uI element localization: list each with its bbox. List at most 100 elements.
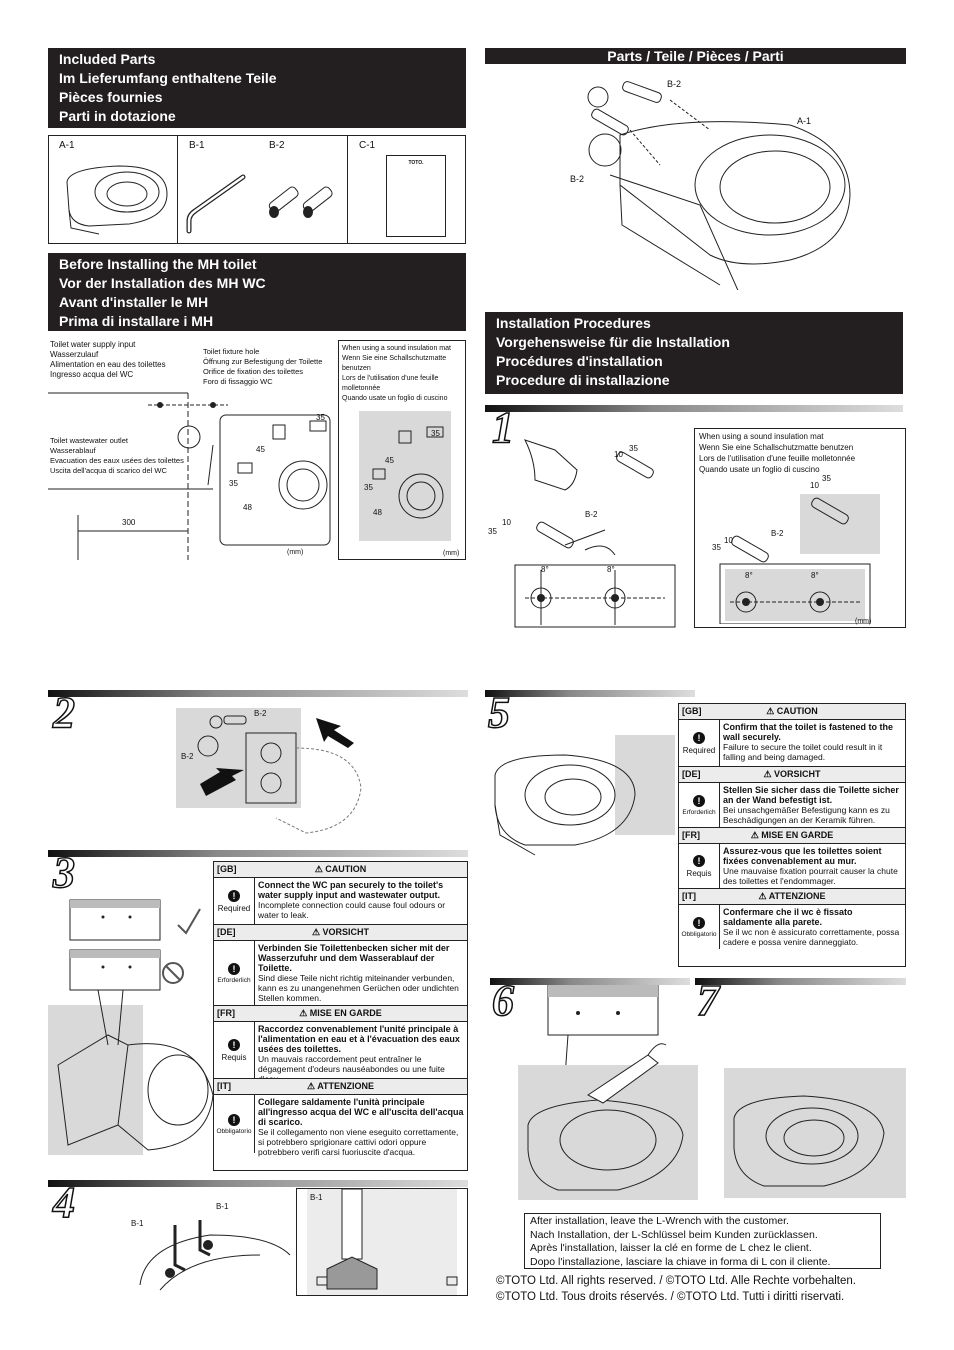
wastewater-label: Toilet wastewater outlet Wasserablauf Ev…: [50, 436, 184, 475]
mandatory-icon: !: [228, 962, 240, 975]
fixture-hole-label: Toilet fixture hole Öffnung zur Befestig…: [203, 347, 323, 386]
mandatory-icon: !: [228, 889, 240, 902]
step-6-bar: [490, 978, 690, 985]
step-1-sound-mat-box: When using a sound insulation mat Wenn S…: [694, 428, 906, 628]
step-6-number: 6: [491, 976, 515, 1025]
parts-heading: Parts / Teile / Pièces / Parti: [485, 48, 906, 64]
manual-drawing: TOTO.: [386, 155, 446, 237]
warning-triangle-icon: ⚠: [299, 1008, 308, 1018]
mandatory-icon: !: [693, 794, 705, 807]
caution-language: [DE]: [682, 769, 701, 779]
step-1-bar: [485, 405, 903, 412]
warning-triangle-icon: ⚠: [758, 891, 767, 901]
warning-triangle-icon: ⚠: [763, 769, 772, 779]
caution-detail: Se il collegamento non viene eseguito co…: [258, 1127, 459, 1157]
mandatory-label: Requis: [686, 868, 712, 878]
step-1-diagram: [514, 439, 676, 628]
caution-section: [DE] ⚠ VORSICHT!Erforderlich Verbinden Sie…: [214, 924, 467, 1005]
parts-label-a1: A-1: [797, 116, 812, 126]
included-parts-heading: Included Parts Im Lieferumfang enthalten…: [48, 48, 466, 128]
caution-instruction: Stellen Sie sicher dass die Toilette sic…: [723, 785, 899, 805]
caution-language: [DE]: [217, 927, 236, 937]
mandatory-label: Erforderlich: [682, 808, 716, 816]
part-label-b2: B-2: [269, 140, 285, 151]
caution-section: [IT] ⚠ ATTENZIONE!Obbligatorio Confermare …: [679, 888, 905, 949]
warning-triangle-icon: ⚠: [314, 864, 323, 874]
caution-instruction: Assurez-vous que les toilettes soient fi…: [723, 846, 882, 866]
copyright: ©TOTO Ltd. All rights reserved. / ©TOTO …: [496, 1275, 856, 1303]
parts-label-b2-top: B-2: [667, 79, 682, 89]
caution-instruction: Confirm that the toilet is fastened to t…: [723, 722, 894, 742]
caution-title: ATTENZIONE: [317, 1081, 375, 1091]
caution-language: [IT]: [217, 1081, 231, 1091]
step-4-number: 4: [52, 1178, 76, 1227]
wall-layout-diagram: [48, 392, 331, 560]
step-5-caution-box: [GB] ⚠ CAUTION! Required Confirm that the t…: [678, 703, 906, 967]
after-install-note: After installation, leave the L-Wrench w…: [524, 1213, 881, 1269]
parts-exploded-diagram: [587, 81, 851, 290]
warning-triangle-icon: ⚠: [750, 830, 759, 840]
caution-instruction: Collegare saldamente l'unità principale …: [258, 1097, 464, 1127]
caution-detail: Incomplete connection could cause foul o…: [258, 900, 446, 920]
warning-triangle-icon: ⚠: [306, 1081, 316, 1091]
caution-detail: Sind diese Teile nicht richtig miteinand…: [258, 973, 459, 1003]
manual-logo: TOTO.: [408, 160, 424, 166]
step-1-number: 1: [491, 403, 515, 452]
step-2-number: 2: [52, 688, 76, 737]
part-label-c1: C-1: [359, 140, 376, 151]
mandatory-icon: !: [228, 1038, 240, 1051]
step-7-number: 7: [696, 976, 720, 1025]
step-4-bar: [48, 1180, 468, 1187]
parts-label-b2-left: B-2: [570, 174, 585, 184]
caution-language: [GB]: [682, 706, 702, 716]
step-2-bar: [48, 690, 468, 697]
caution-instruction: Raccordez convenablement l'unité princip…: [258, 1024, 460, 1054]
caution-title: ATTENZIONE: [768, 891, 826, 901]
caution-detail: Une mauvaise fixation pourrait causer la…: [723, 866, 898, 886]
mandatory-label: Required: [217, 903, 251, 913]
caution-instruction: Confermare che il wc è fissato saldament…: [723, 907, 853, 927]
step-4-detail-box: B-1: [296, 1188, 468, 1296]
step-5-number: 5: [487, 688, 511, 737]
part-label-a1: A-1: [59, 140, 75, 151]
step-3-number: 3: [52, 848, 76, 897]
caution-title: CAUTION: [325, 864, 367, 874]
before-install-heading: Before Installing the MH toilet Vor der …: [48, 253, 466, 331]
caution-title: MISE EN GARDE: [309, 1008, 382, 1018]
step-2-diagram: [176, 708, 362, 834]
caution-language: [GB]: [217, 864, 237, 874]
caution-language: [FR]: [217, 1008, 235, 1018]
step-5-diagram: [494, 735, 675, 856]
mandatory-label: Erforderlich: [217, 976, 251, 984]
caution-section: [IT] ⚠ ATTENZIONE!Obbligatorio Collegare s…: [214, 1078, 467, 1157]
caution-title: VORSICHT: [322, 927, 370, 937]
caution-instruction: Verbinden Sie Toilettenbecken sicher mit…: [258, 943, 450, 973]
water-supply-label: Toilet water supply input Wasserzulauf A…: [50, 340, 166, 379]
mandatory-label: Requis: [221, 1052, 247, 1062]
bolts-drawing: [268, 186, 333, 218]
step-7-bar: [695, 978, 906, 985]
mandatory-label: Obbligatorio: [216, 1127, 252, 1135]
warning-triangle-icon: ⚠: [311, 927, 321, 937]
part-label-b1: B-1: [189, 140, 205, 151]
step-5-bar: [485, 690, 695, 697]
caution-language: [IT]: [682, 891, 696, 901]
mandatory-icon: !: [693, 854, 705, 867]
mandatory-label: Obbligatorio: [681, 930, 717, 938]
mandatory-icon: !: [228, 1113, 240, 1126]
toilet-pan-drawing: [66, 165, 168, 235]
mandatory-icon: !: [693, 916, 705, 929]
installation-heading: Installation Procedures Vorgehensweise f…: [485, 312, 903, 394]
caution-detail: Bei unsachgemäßer Befestigung kann es zu…: [723, 805, 890, 825]
mandatory-label: Required: [682, 745, 716, 755]
caution-title: MISE EN GARDE: [761, 830, 834, 840]
caution-detail: Se il wc non è assicurato correttamente,…: [723, 927, 900, 947]
dimension-300: 300: [122, 518, 136, 527]
step-7-diagram: [724, 1068, 906, 1198]
caution-title: CAUTION: [776, 706, 818, 716]
